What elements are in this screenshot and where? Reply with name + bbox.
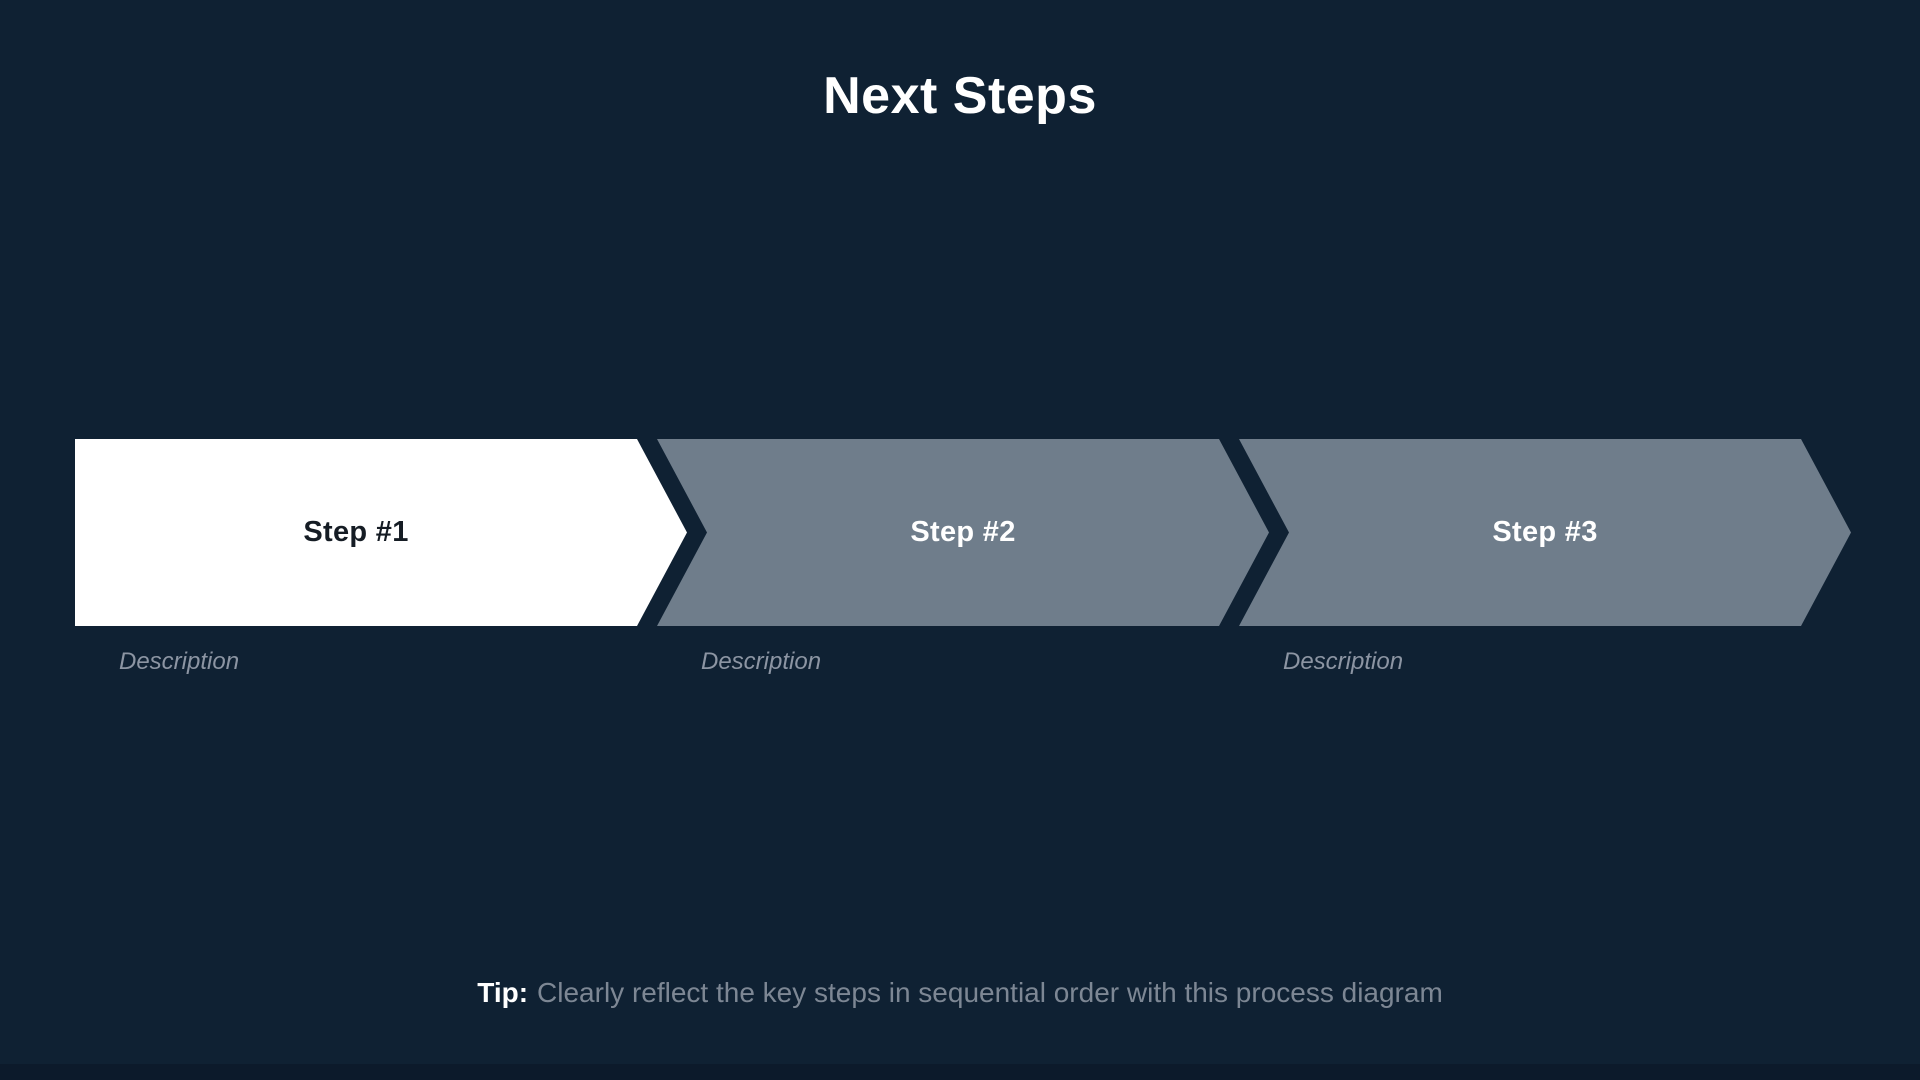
process-diagram: Step #1 Step #2 Step #3 Description Desc… [75,439,1851,675]
step-2-label: Step #2 [910,516,1016,548]
tip-label: Tip: [477,977,529,1008]
tip-text: Clearly reflect the key steps in sequent… [537,977,1443,1008]
step-2-chevron[interactable]: Step #2 [657,439,1269,626]
step-1-chevron[interactable]: Step #1 [75,439,687,626]
bottom-strip [0,1064,1920,1080]
step-1-description[interactable]: Description [119,648,240,675]
page-title: Next Steps [823,67,1097,125]
step-2-description[interactable]: Description [701,648,822,675]
step-3-description[interactable]: Description [1283,648,1404,675]
step-1-label: Step #1 [303,516,409,548]
step-3-chevron[interactable]: Step #3 [1239,439,1851,626]
tip-line: Tip: Clearly reflect the key steps in seq… [0,975,1920,1011]
step-3-label: Step #3 [1492,516,1598,548]
